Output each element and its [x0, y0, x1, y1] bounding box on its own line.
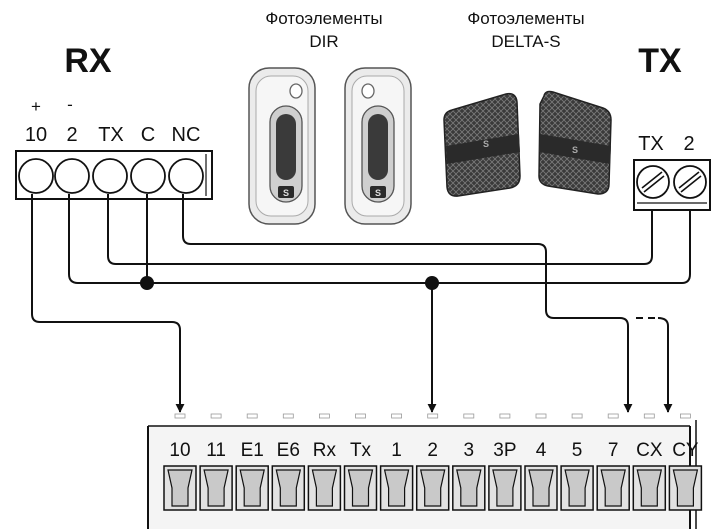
tx-title: TX [638, 42, 682, 80]
wires [31, 194, 691, 413]
dir-photocell-icon: S [344, 67, 412, 225]
svg-text:S: S [375, 188, 381, 198]
board-terminal-label-e6: E6 [277, 440, 300, 461]
tx-terminal-label-tx: TX [638, 133, 664, 155]
terminal-marker [246, 413, 258, 419]
board-terminal-4 [524, 465, 558, 511]
board-terminal-1 [379, 465, 414, 511]
rx-terminal-label-nc: NC [172, 124, 201, 146]
wire-rx-nc-to-cx [182, 194, 633, 413]
terminal-marker [427, 413, 439, 419]
delta-caption-line1: Фотоэлементы [467, 9, 584, 28]
junction-dot-icon [140, 276, 154, 290]
board-terminal-label-3p: 3P [493, 440, 516, 461]
board-terminal-10 [163, 465, 197, 511]
rx-terminal-label-c: C [141, 124, 155, 146]
board-terminal-label-4: 4 [536, 440, 547, 461]
rx-polarity-plus: + [31, 97, 41, 116]
board-terminal-3 [452, 465, 486, 511]
board-terminal-cx [632, 465, 667, 511]
screw-terminal-icon [636, 165, 670, 199]
board-terminal-label-e1: E1 [241, 440, 264, 461]
dir-caption-line2: DIR [309, 32, 338, 51]
board-terminal-e6 [271, 465, 306, 511]
board-terminal-label-10: 10 [169, 440, 190, 461]
delta-s-photocell-icon: S [538, 90, 612, 195]
tx-terminal-block [633, 159, 711, 211]
rx-terminal-label-2: 2 [66, 124, 77, 146]
terminal-marker [391, 413, 403, 419]
terminal-marker [571, 413, 583, 419]
terminal-marker [643, 413, 655, 419]
delta-caption-line2: DELTA-S [491, 32, 560, 51]
rx-terminal-block [15, 150, 213, 200]
rx-polarity-minus: - [67, 95, 73, 114]
board-terminal-label-1: 1 [391, 440, 402, 461]
dir-caption-line1: Фотоэлементы [265, 9, 382, 28]
delta-s-photocell-icon: S [443, 92, 521, 197]
terminal-marker [680, 413, 691, 419]
terminal-marker [318, 413, 330, 419]
board-terminal-tx [343, 465, 378, 511]
board-terminal-2 [415, 465, 450, 511]
terminal-marker [282, 413, 294, 419]
board-terminal-11 [199, 465, 233, 511]
svg-text:S: S [483, 139, 489, 149]
rx-title: RX [64, 42, 112, 80]
rx-screw-2 [54, 158, 90, 194]
svg-text:S: S [283, 188, 289, 198]
terminal-marker [355, 413, 366, 419]
terminal-marker [174, 413, 186, 419]
board-terminal-label-rx: Rx [313, 440, 337, 461]
board-terminal-rx [307, 465, 342, 511]
terminal-marker [607, 413, 619, 419]
rx-terminal-label-tx: TX [98, 124, 124, 146]
rx-screw-c [130, 158, 166, 194]
board-terminal-label-cy: CY [672, 440, 699, 461]
wire-rx-tx-to-tx-tx [107, 194, 653, 265]
board-terminal-7 [596, 465, 630, 511]
terminal-marker [463, 413, 475, 419]
rx-screw-tx [92, 158, 128, 194]
dir-photocell-icon: S [248, 67, 316, 225]
board-terminal-e1 [235, 465, 269, 511]
board-terminal-cy [668, 465, 703, 511]
control-board: 10 11 E1 E6 Rx Tx 1 2 3 3P 4 5 7 CX CY [147, 413, 703, 529]
board-terminal-label-3: 3 [464, 440, 475, 461]
board-terminal-label-11: 11 [206, 440, 226, 461]
svg-text:S: S [572, 145, 578, 155]
board-terminal-label-7: 7 [608, 440, 619, 461]
junction-dot-icon [425, 276, 439, 290]
tx-terminal-label-2: 2 [683, 133, 694, 155]
board-terminal-label-5: 5 [572, 440, 583, 461]
terminal-marker [499, 413, 511, 419]
board-terminal-3p [488, 465, 522, 511]
board-terminal-5 [560, 465, 594, 511]
terminal-marker [535, 413, 547, 419]
terminal-marker [210, 413, 222, 419]
wire-rx10-to-board10 [31, 194, 185, 413]
board-terminal-label-cx: CX [636, 440, 663, 461]
wire-rx2-bus [68, 194, 691, 284]
wire-optional-cy-drop [657, 317, 673, 413]
board-terminal-label-2: 2 [427, 440, 438, 461]
screw-terminal-icon [673, 165, 707, 199]
rx-screw-10 [18, 158, 54, 194]
rx-screw-nc [168, 158, 204, 194]
board-terminal-label-tx: Tx [350, 440, 372, 461]
rx-terminal-label-10: 10 [25, 124, 47, 146]
